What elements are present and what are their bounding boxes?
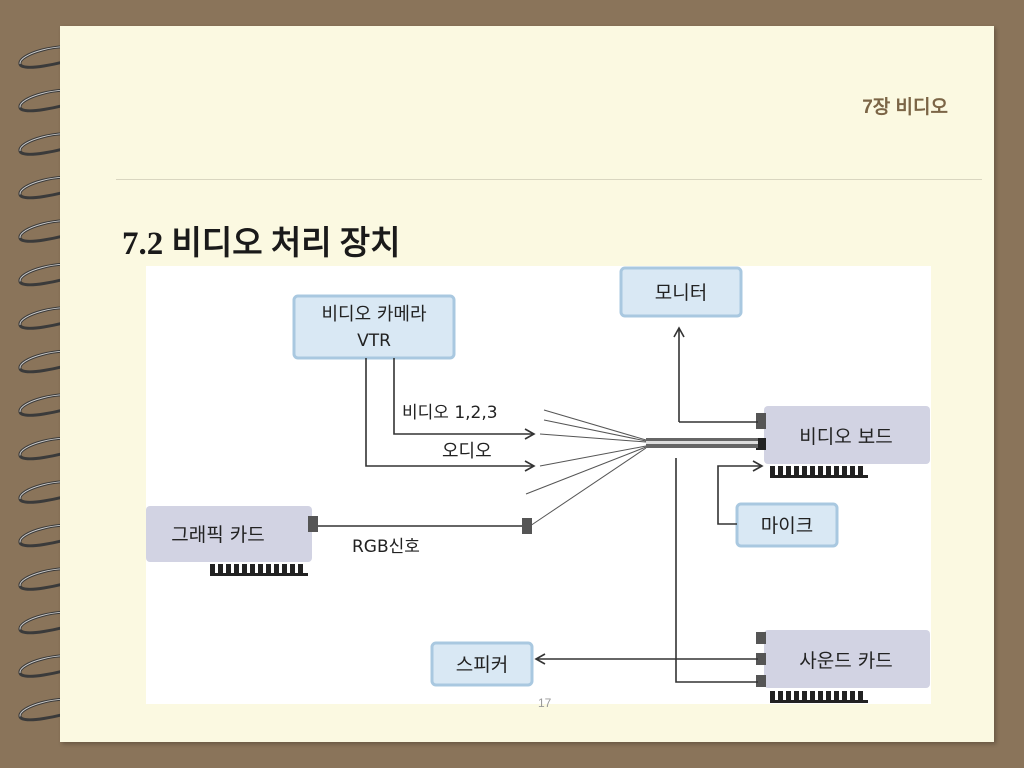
sound-card-port-2 [756, 653, 766, 665]
video-board-edge-connector [770, 466, 868, 478]
camera-box [292, 294, 456, 360]
connections [318, 326, 764, 683]
camera-node: 비디오 카메라 VTR [292, 294, 456, 360]
graphic-card-edge-connector [210, 564, 308, 576]
header-divider [116, 179, 982, 180]
connector-pin [770, 691, 775, 701]
connector-pin [842, 691, 847, 701]
connector-base [770, 700, 868, 703]
mic-box [735, 502, 839, 548]
page-number: 17 [538, 696, 552, 710]
connector-pin [810, 691, 815, 701]
chapter-title: 7장 비디오 [862, 97, 948, 118]
connector-pin [858, 691, 863, 701]
slide-title: 7.2 비디오 처리 장치 [122, 226, 401, 262]
connector-base [770, 475, 868, 478]
connector-pin [850, 466, 855, 476]
connector-pin [802, 466, 807, 476]
fan-line-6 [529, 447, 647, 527]
connector-pin [218, 564, 223, 574]
sound-card-port-3 [756, 675, 766, 687]
video-board-port-1 [756, 413, 766, 429]
connector-pin [842, 466, 847, 476]
fan-line-5 [525, 446, 647, 495]
mic-node: 마이크 [735, 502, 839, 548]
connector-pin [786, 466, 791, 476]
connector-pin [298, 564, 303, 574]
camera-audio-line [365, 358, 536, 472]
sound-card-port-1 [756, 632, 766, 644]
connector-pin [210, 564, 215, 574]
graphic-card-node: 그래픽 카드 [146, 506, 318, 576]
video-board-label: 비디오 보드 [799, 426, 892, 448]
speaker-node: 스피커 [430, 641, 534, 687]
connector-pin [234, 564, 239, 574]
mic-label: 마이크 [761, 515, 813, 537]
sound-card-box [764, 630, 930, 688]
mic-to-board-arrow [717, 460, 764, 472]
connector-pin [274, 564, 279, 574]
camera-label-2: VTR [357, 331, 391, 351]
connector-pin [858, 466, 863, 476]
mic-line [717, 471, 737, 525]
video-processing-diagram: 비디오 카메라 VTR 모니터 비디오 보드 마이크 그래픽 카드 [146, 266, 931, 704]
connector-pin [802, 691, 807, 701]
connector-pin [258, 564, 263, 574]
sound-card-edge-connector [770, 691, 868, 703]
board-to-sound-line [675, 458, 758, 683]
connector-pin [818, 691, 823, 701]
video-board-node: 비디오 보드 [756, 406, 930, 478]
audio-signal-label: 오디오 [442, 441, 492, 462]
connector-pin [834, 691, 839, 701]
connector-pin [826, 691, 831, 701]
graphic-card-box [146, 506, 312, 562]
connector-pin [810, 466, 815, 476]
connector-pin [818, 466, 823, 476]
video-board-box [764, 406, 930, 464]
connector-pin [282, 564, 287, 574]
connector-pin [266, 564, 271, 574]
bundled-cable-highlight [646, 441, 758, 444]
monitor-node: 모니터 [619, 266, 743, 318]
fan-line-3 [539, 433, 647, 443]
connector-pin [850, 691, 855, 701]
connector-pin [778, 691, 783, 701]
camera-video-line [393, 358, 536, 440]
diagram-canvas: 비디오 카메라 VTR 모니터 비디오 보드 마이크 그래픽 카드 [146, 266, 930, 703]
graphic-card-port [308, 516, 318, 532]
monitor-label: 모니터 [655, 282, 707, 304]
connector-pin [794, 691, 799, 701]
sound-card-node: 사운드 카드 [756, 630, 930, 703]
connector-pin [770, 466, 775, 476]
connector-pin [226, 564, 231, 574]
fan-line-2 [543, 419, 647, 442]
connector-pin [794, 466, 799, 476]
fan-line-4 [539, 445, 647, 467]
camera-label-1: 비디오 카메라 [321, 304, 427, 325]
connector-pin [290, 564, 295, 574]
video-signal-label: 비디오 1,2,3 [402, 403, 498, 423]
fan-line-1 [543, 409, 647, 441]
connector-pin [786, 691, 791, 701]
rgb-port [522, 518, 532, 534]
video-board-port-2 [756, 438, 766, 450]
speaker-box [430, 641, 534, 687]
rgb-signal-label: RGB신호 [352, 537, 420, 557]
cable-fan [525, 409, 647, 527]
graphic-card-label: 그래픽 카드 [171, 524, 264, 546]
monitor-box [619, 266, 743, 318]
connector-pin [778, 466, 783, 476]
connector-pin [834, 466, 839, 476]
connector-base [210, 573, 308, 576]
connector-pin [826, 466, 831, 476]
sound-card-label: 사운드 카드 [799, 650, 892, 672]
speaker-label: 스피커 [456, 654, 508, 676]
connector-pin [242, 564, 247, 574]
connector-pin [250, 564, 255, 574]
